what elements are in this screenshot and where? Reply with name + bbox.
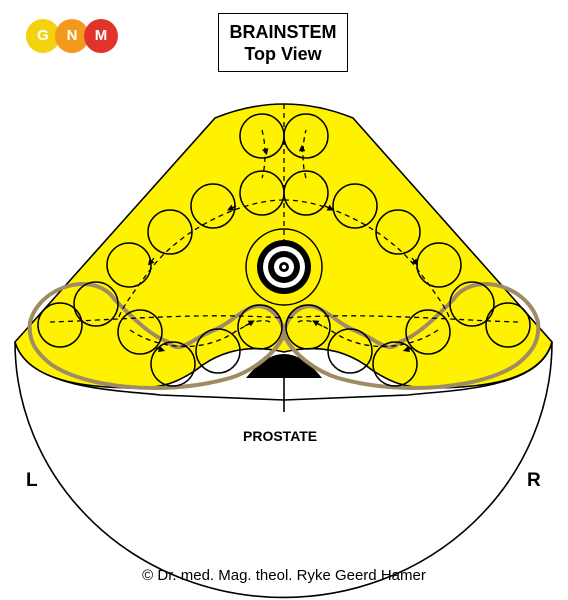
left-label: L xyxy=(26,470,38,491)
nucleus-circle xyxy=(285,304,331,350)
title-line1: BRAINSTEM xyxy=(229,22,337,42)
right-label: R xyxy=(527,470,541,491)
nucleus-circle xyxy=(37,302,83,348)
nucleus-circle xyxy=(375,209,421,255)
nucleus-circle xyxy=(372,341,418,387)
nucleus-circle xyxy=(237,304,283,350)
title-box: BRAINSTEM Top View xyxy=(218,13,348,72)
nucleus-circle xyxy=(485,302,531,348)
target-ring xyxy=(245,228,323,306)
left-relay-outline xyxy=(27,282,287,391)
title-line2: Top View xyxy=(244,44,322,64)
nuclei-circles xyxy=(37,113,531,387)
nucleus-circle xyxy=(117,309,163,355)
nucleus-circle xyxy=(73,281,119,327)
nucleus-circle xyxy=(147,209,193,255)
logo-n: N xyxy=(55,19,89,53)
nucleus-circle xyxy=(327,328,373,374)
right-relay-outline xyxy=(281,282,541,391)
nucleus-circle xyxy=(283,170,329,216)
flow-arrows xyxy=(147,144,419,353)
logo-m: M xyxy=(84,19,118,53)
lower-brain-outline xyxy=(14,341,553,599)
logo-g: G xyxy=(26,19,60,53)
nucleus-circle xyxy=(405,309,451,355)
gnm-logo: G N M xyxy=(26,19,118,53)
flow-path xyxy=(49,104,519,348)
nucleus-circle xyxy=(195,328,241,374)
prostate-label: PROSTATE xyxy=(243,428,318,444)
nucleus-circle xyxy=(449,281,495,327)
nucleus-circle xyxy=(150,341,196,387)
copyright-text: © Dr. med. Mag. theol. Ryke Geerd Hamer xyxy=(142,567,426,584)
